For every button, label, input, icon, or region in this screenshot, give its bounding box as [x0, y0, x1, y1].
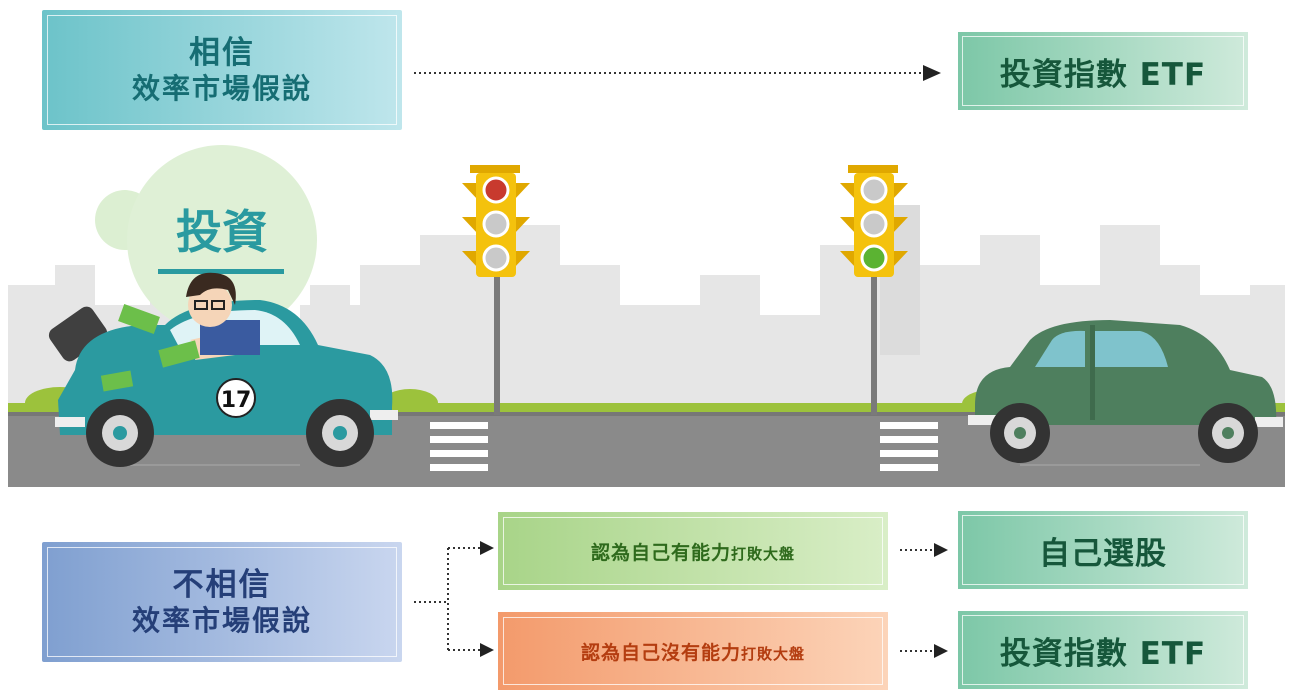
option-unable-main: 認為自己沒有能力: [580, 641, 741, 664]
stock-picking-label: 自己選股: [1039, 535, 1167, 572]
option-able-small: 打敗大盤: [731, 544, 796, 563]
not-believe-emh-box: 不相信 效率市場假說: [42, 542, 402, 662]
option-unable-box: 認為自己沒有能力打敗大盤: [498, 612, 888, 690]
etf-box-bottom: 投資指數 ETF: [958, 611, 1248, 689]
car-number-badge: [216, 378, 256, 418]
arrow-to-etf-bottom: [900, 644, 948, 658]
traffic-light-green: [840, 165, 908, 415]
option-able-box: 認為自己有能力打敗大盤: [498, 512, 888, 590]
invest-bubble: [127, 145, 317, 335]
top-arrow: [414, 65, 941, 81]
believe-line1: 相信: [189, 35, 255, 71]
traffic-scene: 投資 17: [8, 145, 1285, 487]
option-unable-small: 打敗大盤: [741, 644, 806, 663]
grass-strip: [8, 403, 1285, 412]
green-car: [968, 320, 1283, 463]
etf-box-top: 投資指數 ETF: [958, 32, 1248, 110]
stock-picking-box: 自己選股: [958, 511, 1248, 589]
traffic-light-red: [462, 165, 530, 415]
invest-bubble-label: 投資: [176, 205, 268, 259]
etf-bottom-label: 投資指數 ETF: [999, 635, 1207, 672]
teal-car: 17: [48, 272, 398, 467]
not-believe-line1: 不相信: [172, 567, 272, 603]
crosswalk-left: [430, 422, 488, 471]
believe-emh-box: 相信 效率市場假說: [42, 10, 402, 130]
branch-arrows: [414, 541, 494, 657]
believe-line2: 效率市場假說: [131, 72, 312, 105]
etf-top-label: 投資指數 ETF: [999, 56, 1207, 93]
option-able-main: 認為自己有能力: [590, 541, 731, 564]
crosswalk-right: [880, 422, 938, 471]
car-number: 17: [221, 388, 252, 413]
arrow-to-stock-picking: [900, 543, 948, 557]
not-believe-line2: 效率市場假說: [131, 604, 312, 637]
